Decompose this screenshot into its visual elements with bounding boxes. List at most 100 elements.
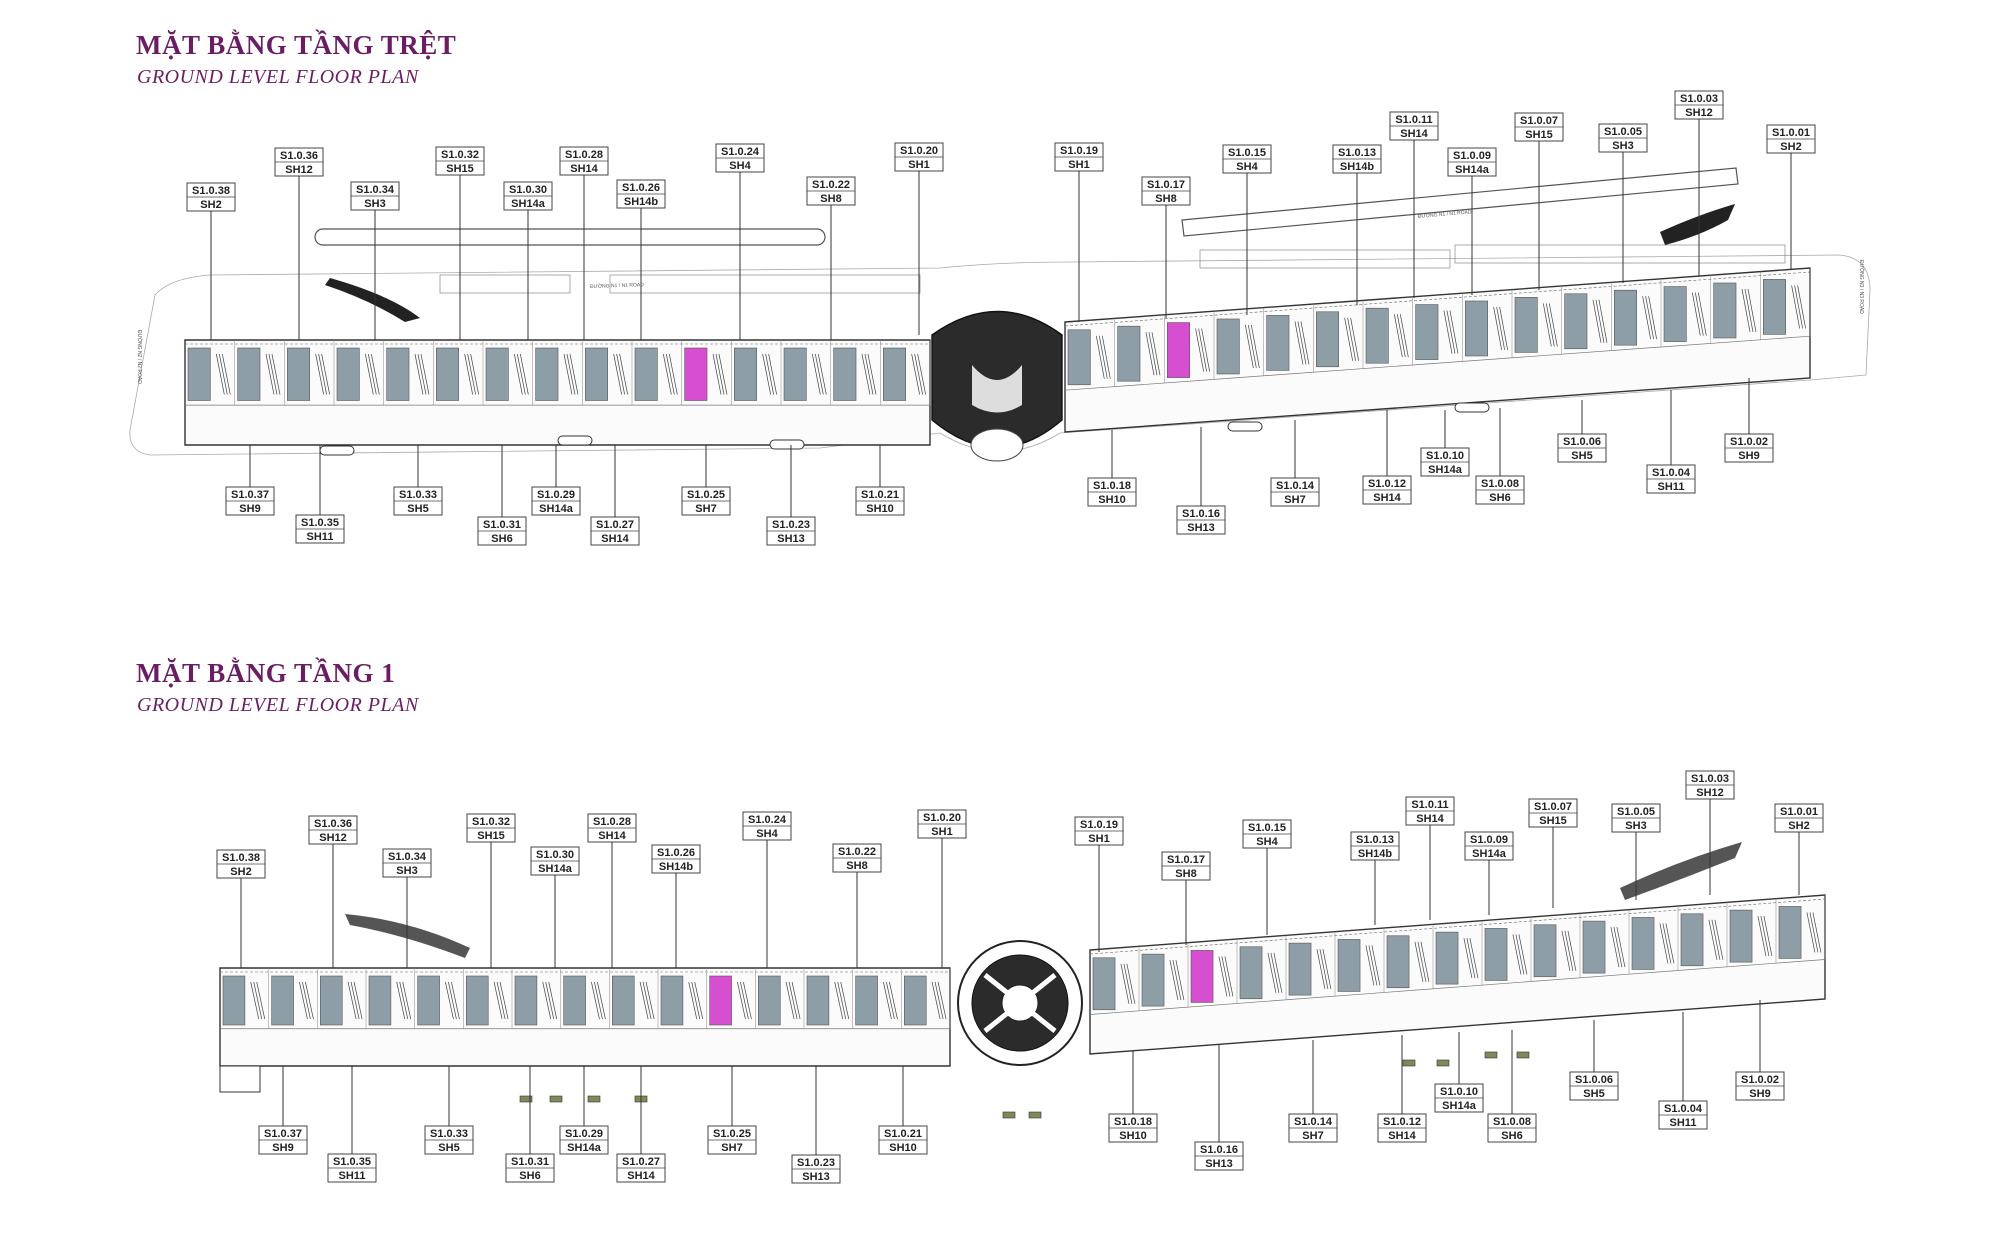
stair-mark <box>1322 949 1332 990</box>
stair-mark <box>619 353 628 395</box>
stair-mark <box>1564 930 1574 971</box>
unit-type: SH14 <box>598 830 626 842</box>
unit-code: S1.0.09 <box>1470 834 1508 846</box>
stair-mark <box>1697 292 1707 336</box>
unit-code: S1.0.14 <box>1276 480 1315 492</box>
parking-block <box>439 274 571 294</box>
stair-mark <box>1273 952 1283 993</box>
stair-mark <box>914 353 923 395</box>
highlighted-unit <box>1167 322 1190 378</box>
stair-mark <box>1297 321 1307 365</box>
stair-mark <box>1610 927 1620 968</box>
stair-mark <box>715 353 725 395</box>
stair-mark <box>1126 963 1136 1004</box>
planter <box>549 1095 563 1103</box>
plan2-title-en: GROUND LEVEL FLOOR PLAN <box>137 694 419 716</box>
unit-code: S1.0.36 <box>314 818 352 830</box>
stair-mark <box>1744 288 1754 333</box>
stair-mark <box>1466 938 1476 979</box>
stair-mark <box>1598 299 1608 343</box>
stair-mark <box>519 353 529 395</box>
unit-type: SH2 <box>1788 820 1809 832</box>
stair-mark <box>364 353 374 395</box>
unit-code: S1.0.29 <box>565 1128 603 1140</box>
shop-unit <box>1614 289 1637 346</box>
shop-unit <box>758 975 781 1026</box>
plan1-title-en: GROUND LEVEL FLOOR PLAN <box>137 66 419 88</box>
stair-mark <box>740 981 749 1020</box>
stair-mark <box>1368 945 1378 986</box>
road-right-bar <box>1181 167 1739 237</box>
unit-type: SH7 <box>1302 1130 1323 1142</box>
stair-mark <box>1567 930 1577 971</box>
stair-mark <box>1708 919 1718 960</box>
atrium-entrance <box>970 428 1024 462</box>
unit-code: S1.0.10 <box>1440 1086 1478 1098</box>
shop-unit <box>466 975 489 1026</box>
stair-mark <box>591 981 600 1020</box>
stair-mark <box>1794 285 1803 329</box>
unit-type: SH15 <box>1525 129 1553 141</box>
stair-mark <box>1250 324 1260 369</box>
unit-type: SH4 <box>1256 836 1278 848</box>
entrance-pill <box>1454 402 1490 413</box>
planter <box>1516 1051 1530 1059</box>
stair-mark <box>1648 296 1657 340</box>
stair-mark <box>867 353 877 395</box>
stair-mark <box>645 981 655 1020</box>
stair-mark <box>299 981 308 1020</box>
unit-code: S1.0.21 <box>884 1128 922 1140</box>
stair-mark <box>1172 960 1182 1001</box>
stair-mark <box>1148 332 1158 376</box>
stair-mark <box>1463 938 1473 979</box>
shop-unit <box>1067 329 1091 386</box>
unit-code: S1.0.23 <box>797 1157 835 1169</box>
stair-mark <box>768 353 777 395</box>
stair-mark <box>712 353 722 395</box>
unit-type: SH8 <box>1175 868 1196 880</box>
stair-mark <box>1809 912 1819 953</box>
shop-unit <box>1141 953 1165 1007</box>
unit-code: S1.0.13 <box>1338 147 1376 159</box>
unit-type: SH13 <box>1205 1158 1233 1170</box>
stair-mark <box>1760 916 1770 957</box>
stair-mark <box>1446 310 1456 354</box>
unit-type: SH12 <box>1696 787 1724 799</box>
unit-type: SH9 <box>239 503 260 515</box>
stair-mark <box>1515 934 1525 975</box>
stair-mark <box>1371 945 1381 986</box>
planter <box>1002 1111 1016 1119</box>
road-label: ĐƯỜNG N1 / N1 ROAD <box>590 281 644 290</box>
stair-mark <box>1101 335 1111 379</box>
stair-mark <box>1812 912 1822 953</box>
unit-type: SH14 <box>570 163 598 175</box>
stair-mark <box>1659 923 1669 964</box>
stair-mark <box>1169 960 1179 1001</box>
unit-code: S1.0.06 <box>1563 436 1601 448</box>
unit-code: S1.0.22 <box>812 179 850 191</box>
unit-type: SH14 <box>1388 1130 1416 1142</box>
road-label: ĐƯỜNG N1 / N1 ROAD <box>1418 208 1473 220</box>
unit-type: SH9 <box>272 1142 293 1154</box>
unit-type: SH14a <box>538 863 573 875</box>
unit-code: S1.0.16 <box>1200 1144 1238 1156</box>
shop-unit <box>1415 304 1439 360</box>
unit-type: SH5 <box>1583 1088 1604 1100</box>
